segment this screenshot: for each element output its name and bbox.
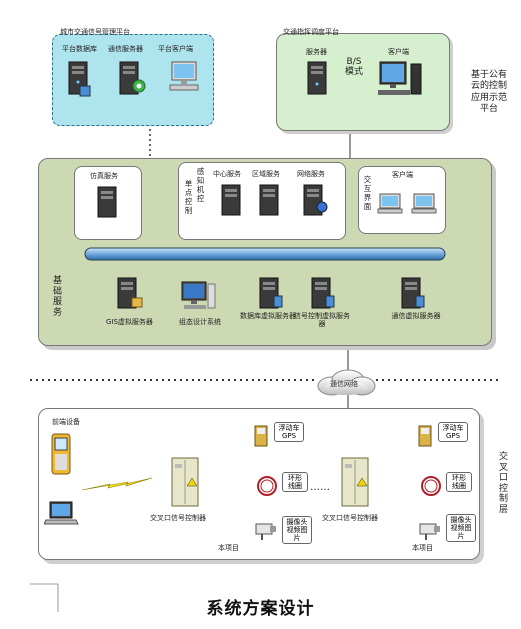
single-point-control-label: 单点控制 [184, 179, 193, 215]
center-service-label: 中心服务 [213, 170, 241, 178]
client-computer-icon [411, 193, 437, 214]
signal-controller-cabinet-icon [341, 457, 369, 507]
comm-vm-label: 通信虚拟服务器 [391, 312, 441, 320]
figure-caption: 系统方案设计 [206, 599, 315, 619]
server-icon [307, 61, 327, 95]
camera-right-label: 摄像头视频图片 [446, 514, 476, 543]
cmd-server-label: 服务器 [306, 48, 327, 56]
server-icon [311, 277, 335, 309]
config-workstation-icon [181, 281, 216, 309]
comm-server-label: 通信服务器 [108, 45, 143, 53]
loop-coil-icon [257, 476, 277, 496]
camera-left-label: 摄像头视频图片 [282, 516, 312, 545]
server-icon [401, 277, 425, 309]
laptop-icon [44, 501, 79, 525]
basic-client-label: 客户端 [392, 171, 413, 179]
interactive-ui-label: 交互界面 [363, 175, 372, 211]
network-service-label: 网络服务 [297, 170, 325, 178]
gis-vm-label: GIS虚拟服务器 [106, 318, 153, 326]
server-icon [259, 277, 283, 309]
server-icon [259, 184, 279, 216]
client-computer-icon [377, 193, 403, 214]
signal-vm-label: 信号控制虚拟服务器 [294, 312, 350, 329]
platform-client-label: 平台客户端 [158, 45, 193, 53]
server-icon [221, 184, 241, 216]
project-left-label: 本项目 [218, 544, 239, 552]
handheld-device-icon [51, 433, 71, 475]
loop-left-label: 环形线圈 [282, 472, 308, 493]
platform-db-label: 平台数据库 [62, 45, 97, 53]
traffic-command-platform-title: 交通指挥调度平台 [283, 28, 339, 36]
server-icon [97, 186, 117, 218]
loop-right-label: 环形线圈 [446, 472, 472, 493]
loop-coil-icon [421, 476, 441, 496]
gps-icon [254, 425, 268, 447]
server-icon [119, 61, 146, 95]
region-service-label: 区域服务 [252, 170, 280, 178]
gps-right-label: 浮动车GPS [438, 422, 468, 443]
server-icon [117, 277, 143, 309]
client-computer-icon [169, 61, 199, 91]
config-design-label: 组态设计系统 [179, 318, 221, 326]
comm-network-label: 通信网络 [330, 380, 358, 388]
controller-right-label: 交叉口信号控制器 [322, 514, 378, 522]
cmd-client-label: 客户端 [388, 48, 409, 56]
frontend-device-label: 前端设备 [52, 418, 80, 426]
camera-icon [255, 523, 276, 540]
sensing-control-label: 感知机控 [196, 167, 205, 203]
network-bus [84, 247, 446, 261]
gps-left-label: 浮动车GPS [274, 422, 304, 443]
server-icon [68, 61, 91, 97]
city-signal-platform-title: 城市交通信号管理平台 [60, 28, 130, 36]
camera-icon [419, 523, 440, 540]
signal-controller-cabinet-icon [171, 457, 199, 507]
simulation-label: 仿真服务 [90, 172, 118, 180]
side-label-public-cloud: 基于公有云的控制应用示范平台 [470, 70, 507, 114]
db-vm-label: 数据库虚拟服务器 [240, 312, 296, 320]
server-icon [303, 184, 328, 216]
ellipsis-label: …… [310, 482, 330, 493]
controller-left-label: 交叉口信号控制器 [150, 514, 206, 522]
simulation-box [74, 166, 142, 240]
wireless-link-icon [81, 477, 153, 491]
cloud-icon [317, 369, 376, 396]
basic-layer-label: 基础服务 [52, 276, 62, 318]
client-computer-icon [378, 61, 422, 95]
bs-mode-label: B/S模式 [345, 57, 364, 78]
project-right-label: 本项目 [412, 544, 433, 552]
gps-icon [418, 425, 432, 447]
intersection-layer-label: 交叉口控制层 [498, 452, 508, 516]
